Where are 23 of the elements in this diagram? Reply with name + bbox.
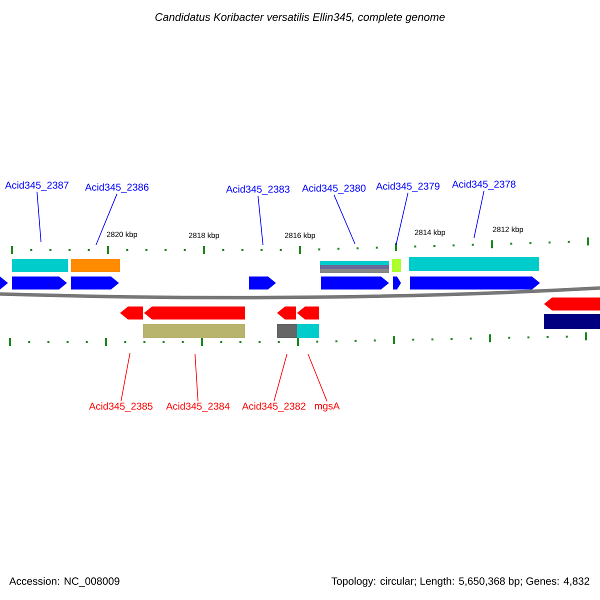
gene-label: Acid345_2380	[302, 184, 366, 194]
leader-line	[120, 352, 130, 402]
leader-line	[258, 195, 264, 246]
footer-text: Topology: circular; Length: 5,650,368 bp; Genes: 4,832	[331, 577, 590, 587]
gene-label: Acid345_2379	[376, 182, 440, 192]
title: Candidatus Koribacter versatilis Ellin345, complete genome	[155, 12, 445, 24]
gene-label: Acid345_2387	[5, 181, 68, 191]
leader-line	[36, 191, 42, 242]
leader-line	[194, 354, 198, 402]
leader-line	[274, 354, 288, 402]
gene-label: Acid345_2383	[226, 185, 290, 195]
leader-line	[308, 354, 328, 402]
gene-label: Acid345_2386	[85, 183, 149, 193]
leader-line	[396, 192, 408, 246]
gene-label: Acid345_2382	[242, 402, 306, 412]
footer-text: Accession: NC_008009	[9, 577, 120, 587]
gene-label: Acid345_2384	[166, 402, 230, 412]
gene-label: mgsA	[314, 402, 340, 412]
leader-line	[96, 193, 118, 246]
gene-label: Acid345_2385	[89, 402, 153, 412]
leader-line	[334, 194, 356, 244]
leader-line	[474, 190, 484, 238]
gene-label: Acid345_2378	[452, 180, 516, 190]
